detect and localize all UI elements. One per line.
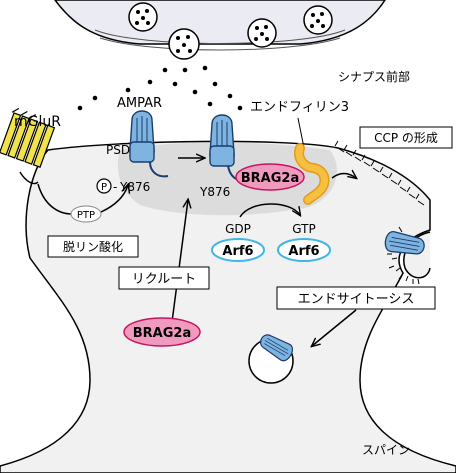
ampar-receptor-2 xyxy=(209,114,247,182)
endophilin-pointer xyxy=(297,117,305,149)
gdp-label: GDP xyxy=(225,222,251,236)
y876-label: Y876 xyxy=(199,185,230,199)
presynaptic-terminal xyxy=(54,0,386,51)
presynapse-label: シナプス前部 xyxy=(338,69,410,84)
recruit-arrow xyxy=(171,200,188,323)
ampar-label: AMPAR xyxy=(117,96,162,111)
dephosphorylation-box xyxy=(47,235,139,258)
arf6-gdp xyxy=(211,238,265,262)
p-y876-label: Y876 xyxy=(119,180,150,194)
ccp-label: CCP の形成 xyxy=(374,131,438,145)
ptp-oval xyxy=(70,205,102,223)
glutamate-dots xyxy=(77,65,243,111)
gtp-label: GTP xyxy=(292,222,315,236)
mglur-receptor xyxy=(0,107,56,185)
ccp-formation-arrow xyxy=(331,174,356,179)
arf6-gtp xyxy=(277,238,331,262)
ampar-in-pit xyxy=(384,231,425,255)
ptp-label: PTP xyxy=(77,210,95,221)
arf6-gtp-label: Arf6 xyxy=(288,244,319,259)
ampar-receptor-1 xyxy=(129,110,169,178)
synaptic-vesicle xyxy=(128,2,158,32)
ccp-box xyxy=(359,126,453,149)
synaptic-vesicle xyxy=(247,18,277,48)
endocytosis-box xyxy=(276,286,436,310)
spine-body xyxy=(0,140,456,473)
mglur-label: mGluR xyxy=(14,114,61,130)
gef-reaction-arrow xyxy=(239,203,300,218)
phospho-circle xyxy=(96,178,112,194)
clathrin-coat xyxy=(334,140,425,206)
dephosphorylation-label: 脱リン酸化 xyxy=(63,239,123,254)
synaptic-vesicle xyxy=(303,5,333,35)
endophilin-protein xyxy=(294,143,330,205)
recruit-label: リクルート xyxy=(132,272,197,287)
spine-label: スパイン xyxy=(362,443,410,457)
p-y876-dash: - xyxy=(113,180,117,194)
endocytic-vesicle xyxy=(248,334,294,384)
endocytosis-arrow xyxy=(312,309,357,346)
psd-label: PSD xyxy=(106,143,130,157)
dephosphorylation-arrow xyxy=(100,185,128,213)
arf6-gdp-label: Arf6 xyxy=(222,244,253,259)
endophilin-label: エンドフィリン3 xyxy=(250,100,349,115)
endocytosis-label: エンドサイトーシス xyxy=(298,292,415,307)
brag2a-free xyxy=(123,317,201,347)
brag2a-psd xyxy=(235,163,305,191)
recruit-box xyxy=(118,266,210,290)
mglur-to-ptp-arrow xyxy=(37,183,73,215)
releasing-vesicle xyxy=(168,28,200,60)
brag2a-psd-label: BRAG2a xyxy=(241,171,299,186)
phospho-p-label: P xyxy=(101,182,107,193)
brag2a-free-label: BRAG2a xyxy=(133,326,191,341)
psd-region xyxy=(117,142,337,216)
